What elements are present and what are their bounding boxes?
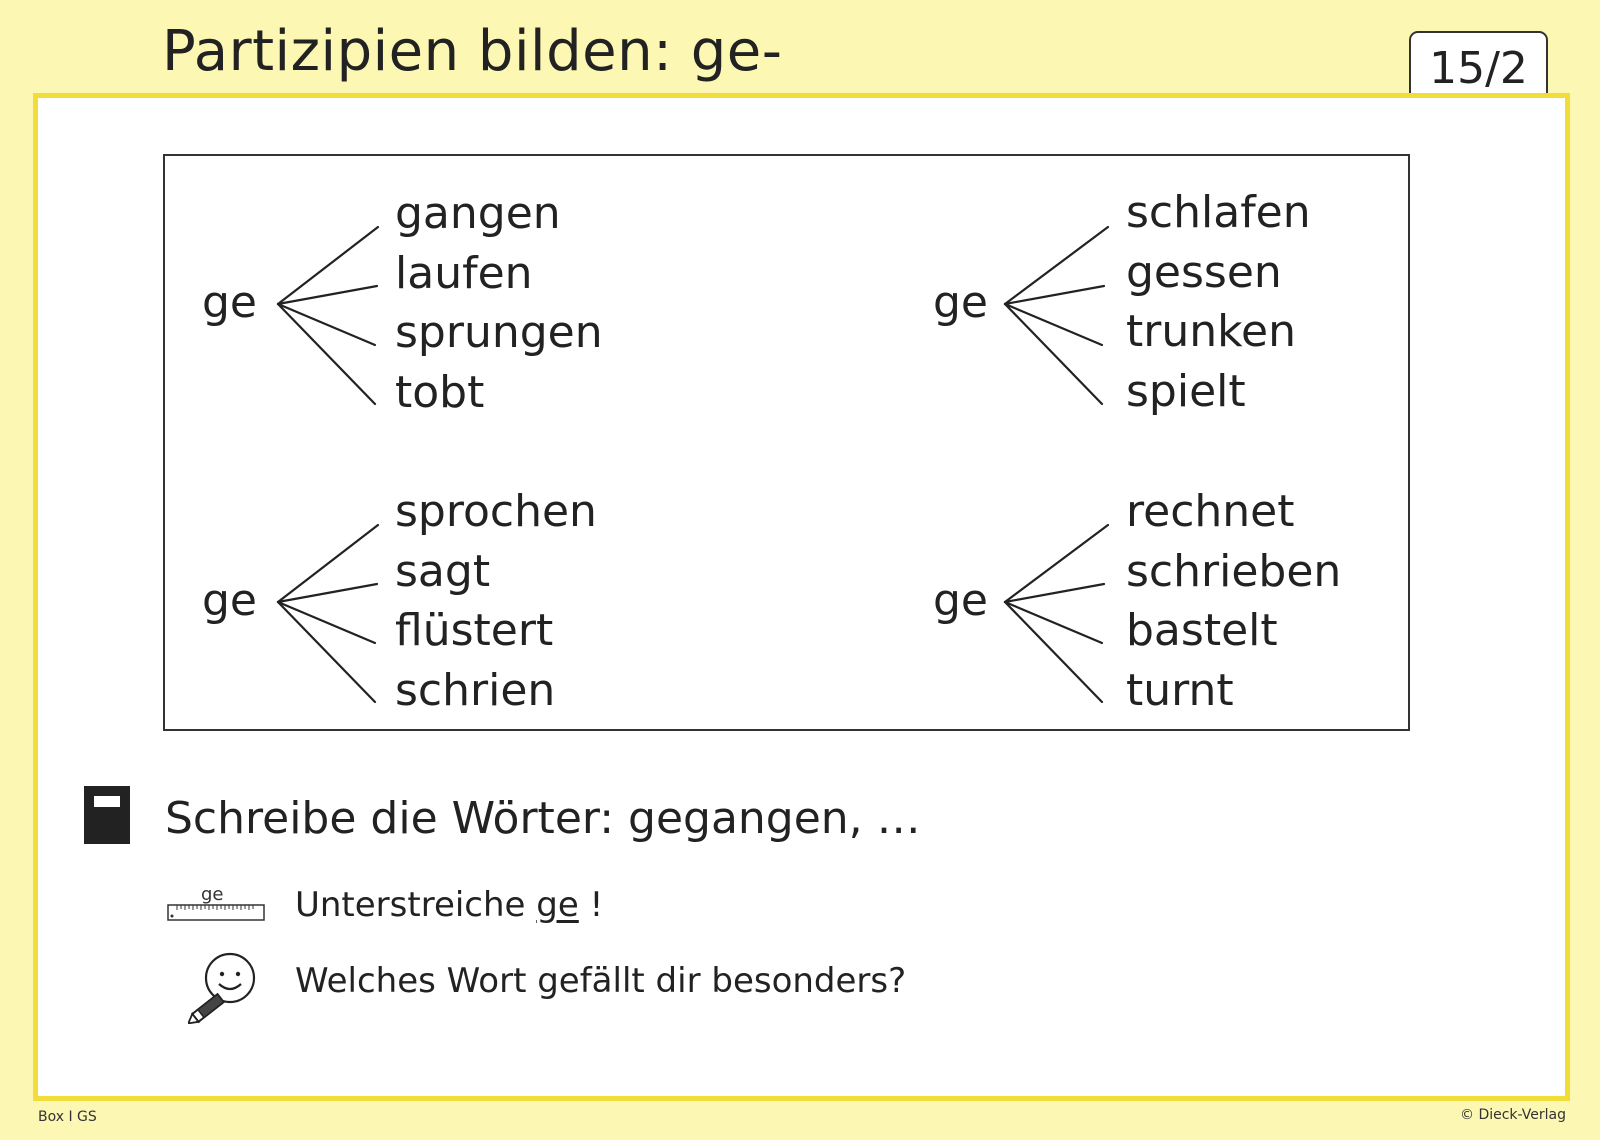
task-favorite-word: Welches Wort gefällt dir besonders? bbox=[295, 961, 907, 1001]
page-title: Partizipien bilden: ge- bbox=[162, 19, 783, 84]
tree-branches bbox=[1003, 523, 1110, 704]
word-ending: turnt bbox=[1126, 664, 1234, 716]
word-ending: spielt bbox=[1126, 365, 1246, 417]
word-ending: gessen bbox=[1126, 246, 1282, 298]
tree-prefix: ge bbox=[202, 277, 257, 328]
word-ending: laufen bbox=[395, 247, 533, 299]
smiley-pencil-icon bbox=[186, 952, 258, 1025]
tree-prefix: ge bbox=[933, 575, 988, 626]
word-ending: schrien bbox=[395, 664, 556, 716]
task-underline-end: ! bbox=[578, 885, 604, 925]
word-ending: sagt bbox=[395, 545, 491, 597]
word-ending: bastelt bbox=[1126, 605, 1278, 656]
underline-word: ge bbox=[536, 885, 579, 925]
ruler-icon: ge bbox=[167, 886, 265, 922]
word-ending: trunken bbox=[1126, 306, 1296, 357]
tree-branches bbox=[276, 523, 380, 704]
content-frame bbox=[33, 93, 1570, 1101]
tree-prefix: ge bbox=[202, 575, 257, 626]
ruler-label: ge bbox=[201, 884, 224, 905]
task-underline-text: Unterstreiche bbox=[295, 885, 537, 925]
tree-prefix: ge bbox=[933, 277, 988, 328]
footer-publisher: © Dieck-Verlag bbox=[1460, 1107, 1566, 1123]
task-underline: Unterstreiche ge ! bbox=[295, 882, 603, 928]
word-ending: rechnet bbox=[1126, 486, 1295, 537]
word-ending: tobt bbox=[395, 366, 485, 418]
word-ending: flüstert bbox=[395, 605, 554, 656]
word-ending: schlafen bbox=[1126, 187, 1311, 238]
word-ending: sprochen bbox=[395, 486, 597, 537]
word-box bbox=[163, 154, 1410, 731]
word-ending: schrieben bbox=[1126, 545, 1342, 597]
notebook-icon bbox=[84, 786, 130, 844]
task-write-words: Schreibe die Wörter: gegangen, … bbox=[165, 793, 921, 844]
footer-box-label: Box I GS bbox=[38, 1109, 97, 1125]
word-ending: sprungen bbox=[395, 307, 603, 358]
word-ending: gangen bbox=[395, 188, 561, 239]
tree-branches bbox=[1003, 225, 1110, 406]
tree-branches bbox=[276, 225, 380, 406]
